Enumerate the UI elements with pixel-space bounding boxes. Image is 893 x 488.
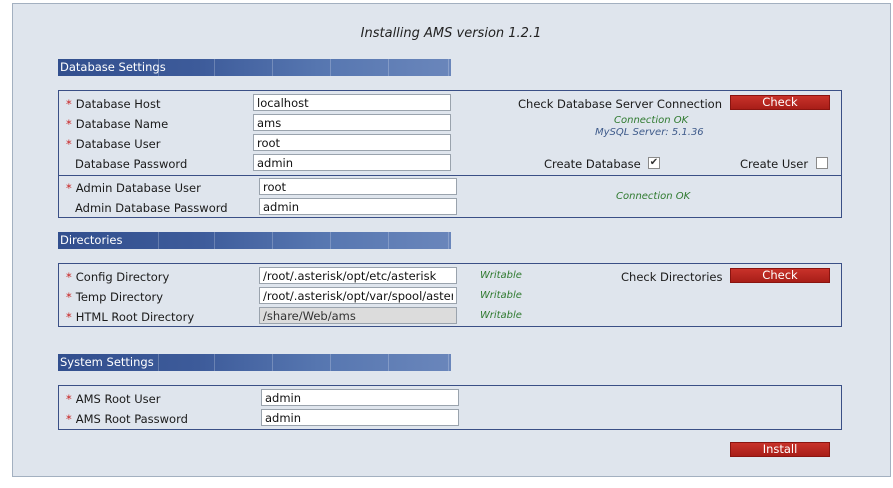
- header-tile-separator: [214, 354, 215, 371]
- installer-panel: Installing AMS version 1.2.1 Database Se…: [12, 3, 891, 477]
- header-tile-separator: [158, 232, 159, 249]
- db-connection-status: Connection OK: [614, 115, 689, 126]
- required-marker: *: [66, 270, 72, 284]
- install-button[interactable]: Install: [730, 442, 830, 457]
- required-marker: *: [66, 310, 72, 324]
- required-marker: *: [66, 137, 72, 151]
- database-name-label: *Database Name: [66, 117, 169, 131]
- header-tile-separator: [330, 59, 331, 76]
- database-host-input[interactable]: [253, 94, 451, 111]
- check-db-connection-label: Check Database Server Connection: [518, 97, 722, 111]
- header-tile-separator: [158, 354, 159, 371]
- header-tile-separator: [448, 354, 449, 371]
- config-directory-label: *Config Directory: [66, 270, 170, 284]
- create-user-label: Create User: [740, 157, 809, 171]
- header-tile-separator: [448, 59, 449, 76]
- header-tile-separator: [448, 232, 449, 249]
- check-db-connection-button[interactable]: Check: [730, 95, 830, 110]
- header-tile-separator: [388, 232, 389, 249]
- html-root-directory-input: [259, 307, 457, 324]
- directories-title: Directories: [60, 233, 123, 247]
- required-marker: *: [66, 290, 72, 304]
- directories-box: *Config Directory Writable *Temp Directo…: [58, 263, 842, 327]
- database-user-input[interactable]: [253, 134, 451, 151]
- database-name-input[interactable]: [253, 114, 451, 131]
- database-password-input[interactable]: [253, 154, 451, 171]
- config-directory-input[interactable]: [259, 267, 457, 284]
- section-divider: [59, 175, 841, 176]
- database-settings-title: Database Settings: [60, 60, 166, 74]
- create-database-checkbox[interactable]: ✔: [648, 157, 660, 169]
- database-password-label: Database Password: [75, 157, 188, 171]
- header-tile-separator: [272, 354, 273, 371]
- header-tile-separator: [388, 59, 389, 76]
- admin-connection-status: Connection OK: [616, 191, 691, 202]
- database-host-label: *Database Host: [66, 97, 161, 111]
- admin-db-password-input[interactable]: [259, 198, 457, 215]
- header-tile-separator: [214, 232, 215, 249]
- required-marker: *: [66, 117, 72, 131]
- header-tile-separator: [158, 59, 159, 76]
- check-directories-button[interactable]: Check: [730, 268, 830, 283]
- ams-root-user-label: *AMS Root User: [66, 392, 161, 406]
- ams-root-password-label: *AMS Root Password: [66, 412, 188, 426]
- temp-directory-input[interactable]: [259, 287, 457, 304]
- html-root-directory-status: Writable: [480, 310, 522, 321]
- header-tile-separator: [388, 354, 389, 371]
- system-settings-box: *AMS Root User *AMS Root Password: [58, 385, 842, 430]
- database-user-label: *Database User: [66, 137, 161, 151]
- temp-directory-status: Writable: [480, 290, 522, 301]
- admin-db-password-label: Admin Database Password: [75, 201, 228, 215]
- header-tile-separator: [330, 354, 331, 371]
- header-tile-separator: [330, 232, 331, 249]
- admin-db-user-label: *Admin Database User: [66, 181, 201, 195]
- ams-root-password-input[interactable]: [261, 409, 459, 426]
- page-title: Installing AMS version 1.2.1: [360, 26, 542, 41]
- check-directories-label: Check Directories: [621, 270, 723, 284]
- required-marker: *: [66, 97, 72, 111]
- database-settings-header: Database Settings: [58, 59, 451, 76]
- directories-header: Directories: [58, 232, 451, 249]
- required-marker: *: [66, 181, 72, 195]
- config-directory-status: Writable: [480, 270, 522, 281]
- html-root-directory-label: *HTML Root Directory: [66, 310, 195, 324]
- create-database-label: Create Database: [544, 157, 641, 171]
- mysql-server-version: MySQL Server: 5.1.36: [595, 127, 704, 138]
- database-settings-box: *Database Host *Database Name *Database …: [58, 90, 842, 218]
- system-settings-title: System Settings: [60, 355, 154, 369]
- create-user-checkbox[interactable]: [816, 157, 828, 169]
- header-tile-separator: [272, 232, 273, 249]
- ams-root-user-input[interactable]: [261, 389, 459, 406]
- temp-directory-label: *Temp Directory: [66, 290, 164, 304]
- header-tile-separator: [272, 59, 273, 76]
- required-marker: *: [66, 412, 72, 426]
- required-marker: *: [66, 392, 72, 406]
- admin-db-user-input[interactable]: [259, 178, 457, 195]
- system-settings-header: System Settings: [58, 354, 451, 371]
- header-tile-separator: [214, 59, 215, 76]
